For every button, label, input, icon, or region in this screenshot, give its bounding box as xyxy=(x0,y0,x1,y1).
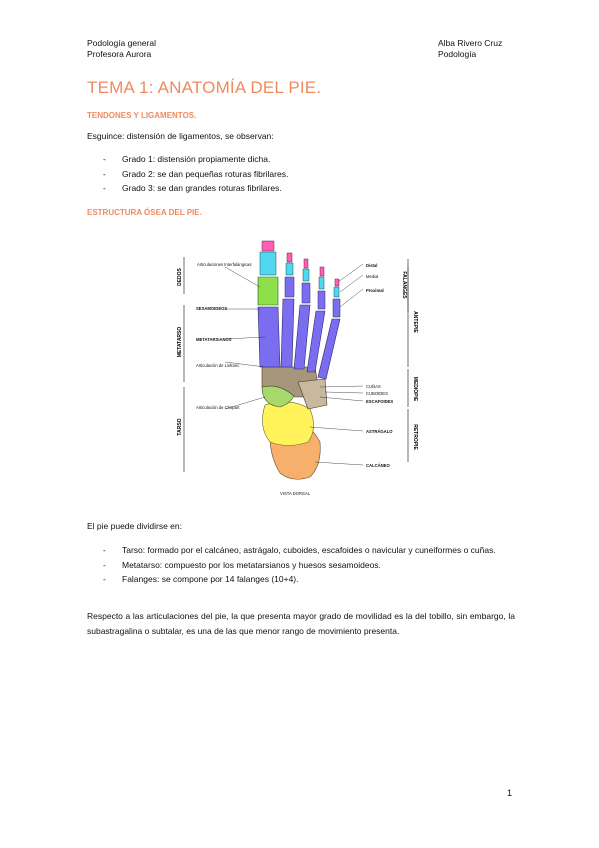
label-falanges: FALANGES xyxy=(401,271,407,299)
annotation-calcaneo: CALCÁNEO xyxy=(366,463,390,468)
section-heading-tendons: TENDONES Y LIGAMENTOS. xyxy=(87,111,197,120)
section-heading-bones: ESTRUCTURA ÓSEA DEL PIE. xyxy=(87,208,202,217)
metatarsal-1 xyxy=(257,306,281,368)
joints-paragraph: Respecto a las articulaciones del pie, l… xyxy=(87,611,515,636)
metatarsal-3 xyxy=(293,304,311,370)
annotation-lisfranc: Articulación de Lisfranc xyxy=(196,363,239,368)
annotation-astragalo: ASTRÁGALO xyxy=(366,429,393,434)
page-title: TEMA 1: ANATOMÍA DEL PIE. xyxy=(87,78,322,97)
list-item: Falanges: se compone por 14 falanges (10… xyxy=(87,572,515,587)
sprain-intro: Esguince: distensión de ligamentos, se o… xyxy=(87,131,274,141)
label-metatarso: METATARSO xyxy=(177,327,183,358)
header-left: Podología general Profesora Aurora xyxy=(87,38,156,60)
page-number: 1 xyxy=(507,788,513,798)
annotation-cuboides: CUBOIDES xyxy=(366,391,388,396)
metatarsal-5 xyxy=(317,318,341,380)
cuboid-bone xyxy=(297,378,328,410)
annotation-medial: Medial xyxy=(366,274,378,279)
figure-caption: VISTA DORSAL xyxy=(280,491,311,496)
annotation-proximal: Proximal xyxy=(366,288,384,293)
metatarsal-4 xyxy=(306,310,326,373)
division-intro: El pie puede dividirse en: xyxy=(87,521,182,531)
annotation-escafoides: ESCAFOIDES xyxy=(366,399,393,404)
header-right: Alba Rivero Cruz Podología xyxy=(438,38,502,60)
list-item: Metatarso: compuesto por los metatarsian… xyxy=(87,558,515,573)
annotation-distal: Distal xyxy=(366,263,377,268)
label-mediopie: MEDIOPIE xyxy=(412,377,418,402)
list-item: Tarso: formado por el calcáneo, astrágal… xyxy=(87,543,515,558)
metatarsal-2 xyxy=(280,298,295,368)
label-tarso: TARSO xyxy=(177,418,183,435)
label-dedos: DEDOS xyxy=(177,267,183,285)
hallux-proximal-phalanx xyxy=(257,276,279,306)
label-antepie: ANTEPIE xyxy=(412,311,418,333)
annotation-cunas: CUÑAS xyxy=(366,384,381,389)
grade-list: Grado 1: distensión propiamente dicha. G… xyxy=(87,152,515,196)
course-name: Podología general xyxy=(87,38,157,48)
list-item: Grado 1: distensión propiamente dicha. xyxy=(87,152,515,167)
list-item: Grado 3: se dan grandes roturas fibrilar… xyxy=(87,181,515,196)
professor-name: Profesora Aurora xyxy=(87,49,152,59)
label-retropie: RETROPIE xyxy=(412,424,418,450)
annotation-sesamoideos: SESAMOIDEOS xyxy=(196,306,227,311)
foot-bones-figure: DEDOS METATARSO TARSO FALANGES ANTEPIE M… xyxy=(170,237,418,501)
list-item: Grado 2: se dan pequeñas roturas fibrila… xyxy=(87,167,515,182)
annotation-chopart: Articulación de Chopart xyxy=(196,405,240,410)
author-name: Alba Rivero Cruz xyxy=(438,38,503,48)
degree-name: Podología xyxy=(438,49,477,59)
talus-bone xyxy=(262,401,314,446)
annotation-metatarsianos: METATARSIANOS xyxy=(196,337,232,342)
division-list: Tarso: formado por el calcáneo, astrágal… xyxy=(87,543,515,587)
annotation-interfalangicas: Articulaciones Interfalángicas xyxy=(197,262,251,267)
